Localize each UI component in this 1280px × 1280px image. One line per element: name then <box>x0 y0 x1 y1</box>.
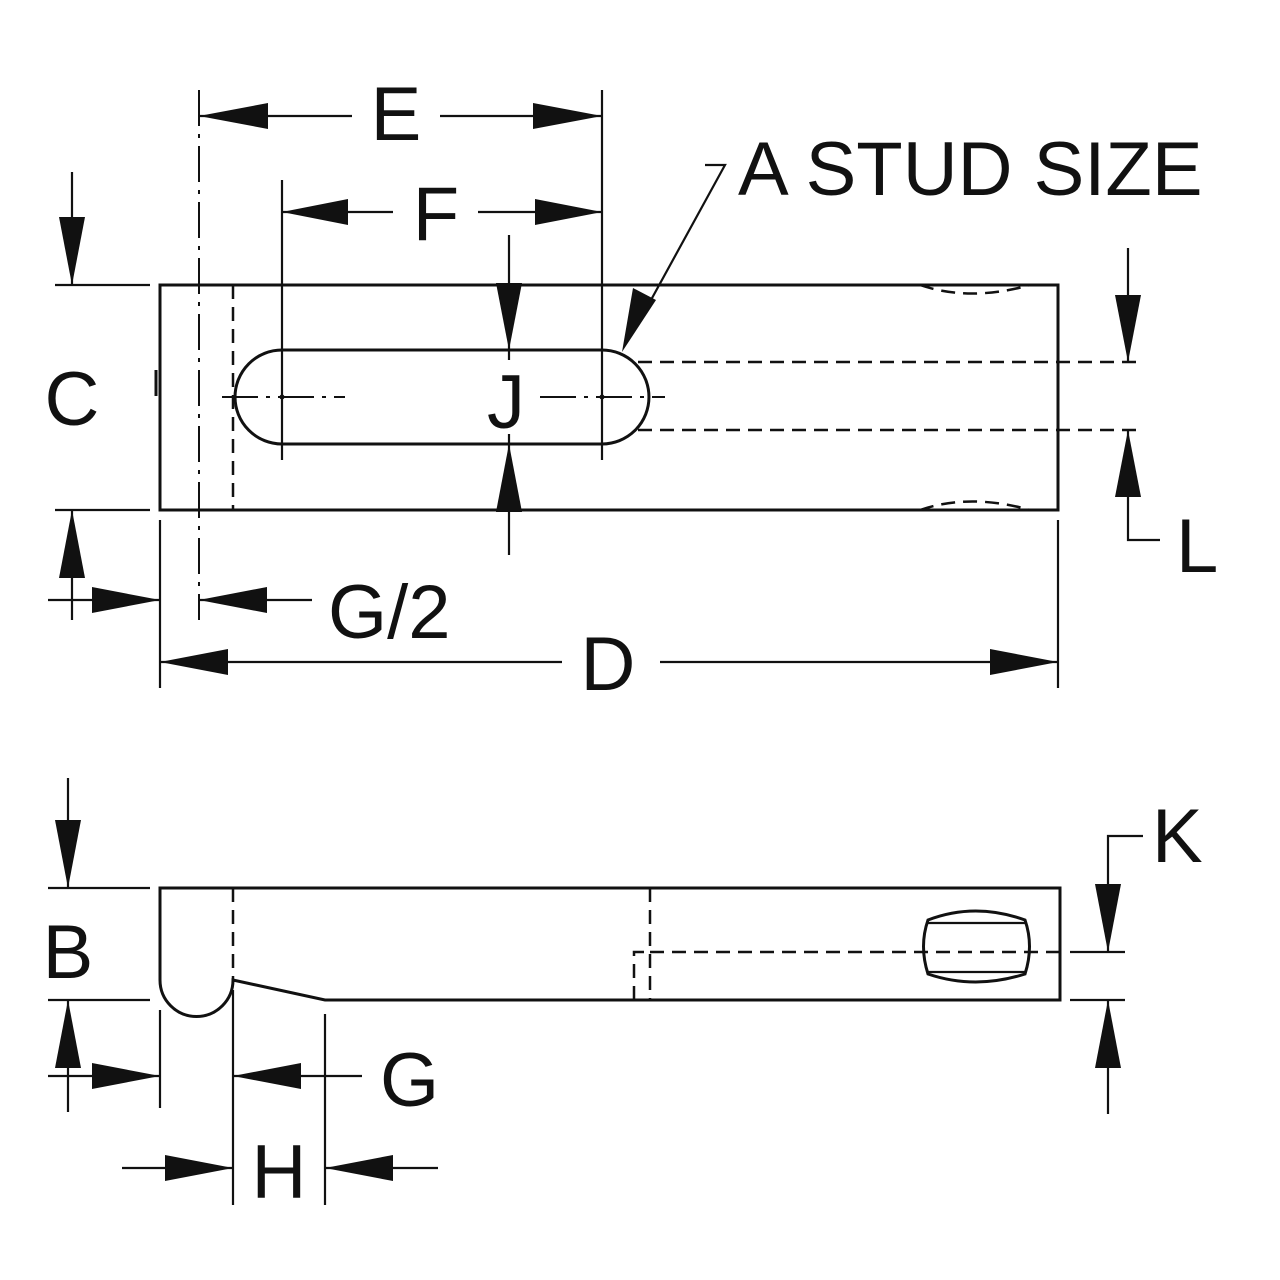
c-arrow-top <box>59 217 85 285</box>
stud-leader-arrow <box>622 288 656 352</box>
f-arrow-right <box>535 199 602 225</box>
g-half-arrow-right <box>199 587 267 613</box>
g-label: G <box>380 1038 439 1123</box>
b-label: B <box>43 910 94 995</box>
top-view-body <box>158 283 1060 512</box>
b-arrow-bottom <box>55 1000 81 1068</box>
k-arrow-top <box>1095 884 1121 952</box>
c-arrow-bottom <box>59 510 85 578</box>
dimension-e: E <box>199 72 602 157</box>
h-arrow-right <box>325 1155 393 1181</box>
g-arrow-left <box>92 1063 160 1089</box>
stud-leader <box>639 163 727 321</box>
e-arrow-left <box>199 103 268 129</box>
g-half-arrow-left <box>92 587 160 613</box>
dimension-g-half: G/2 <box>48 570 451 655</box>
side-hidden-step <box>632 950 650 1000</box>
pivot-screw <box>922 909 1031 984</box>
d-arrow-right <box>990 649 1058 675</box>
dimension-k: K <box>1095 794 1203 1114</box>
dimension-f: F <box>282 172 602 257</box>
dimension-h: H <box>122 1130 438 1215</box>
dimension-c: C <box>45 172 100 578</box>
dimension-g: G <box>48 1038 439 1123</box>
k-arrow-bottom <box>1095 1000 1121 1068</box>
dimension-b: B <box>43 778 94 1068</box>
j-label-bg <box>478 360 540 434</box>
dimension-j: J <box>478 283 540 512</box>
dimension-l: L <box>1115 248 1218 589</box>
e-label: E <box>371 72 422 157</box>
h-label: H <box>252 1130 307 1215</box>
h-arrow-left <box>165 1155 233 1181</box>
f-label: F <box>413 172 459 257</box>
stud-size-callout: A STUD SIZE <box>622 127 1203 352</box>
relief-arc-top <box>919 283 1031 295</box>
b-arrow-top <box>55 820 81 888</box>
g-half-label: G/2 <box>328 570 451 655</box>
c-label: C <box>45 357 100 442</box>
d-arrow-left <box>160 649 228 675</box>
g-arrow-right <box>233 1063 301 1089</box>
j-label: J <box>487 360 525 445</box>
e-arrow-right <box>533 103 602 129</box>
k-label: K <box>1152 794 1203 879</box>
l-label: L <box>1176 504 1218 589</box>
j-arrow-bottom <box>496 444 522 512</box>
top-view <box>55 90 1140 688</box>
l-arrow-bottom <box>1115 430 1141 497</box>
relief-arc-bottom <box>919 500 1031 512</box>
d-label: D <box>581 622 636 707</box>
j-arrow-top <box>496 283 522 350</box>
side-view <box>48 886 1125 1205</box>
side-view-body <box>158 886 1062 1018</box>
stud-size-label: A STUD SIZE <box>738 127 1203 212</box>
dimension-d: D <box>160 622 1058 707</box>
l-arrow-top <box>1115 295 1141 362</box>
f-arrow-left <box>282 199 348 225</box>
